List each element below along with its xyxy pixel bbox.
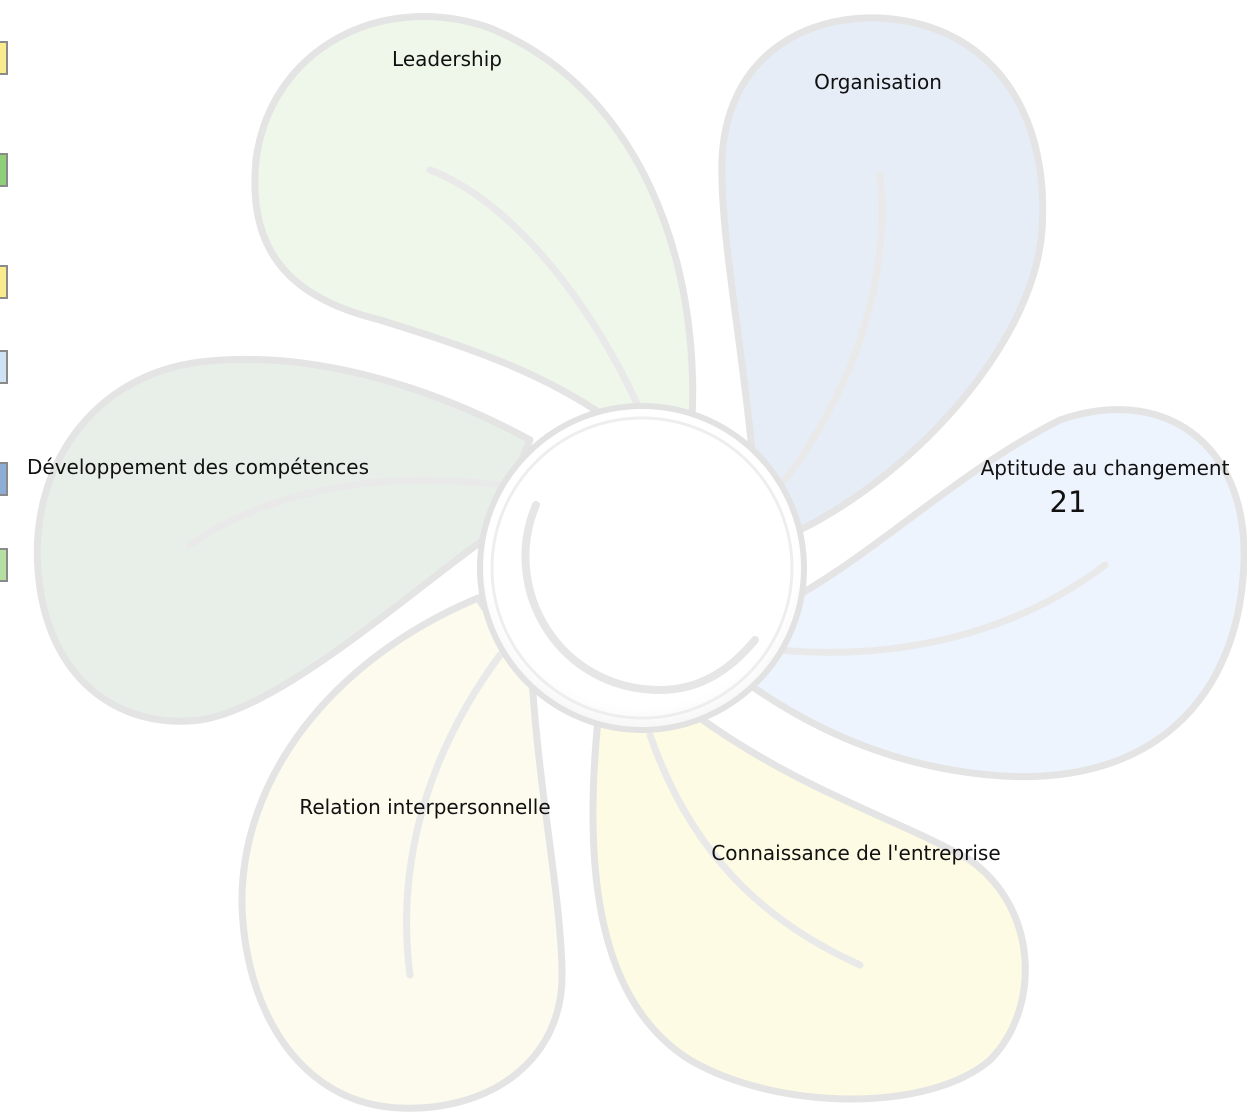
value-aptitude-au-changement: 21 bbox=[1050, 485, 1087, 519]
legend-swatch bbox=[0, 350, 8, 384]
label-connaissance-de-l-entreprise: Connaissance de l'entreprise bbox=[711, 841, 1000, 865]
petal-organisation[interactable] bbox=[718, 14, 1047, 534]
petal-developpement-des-competences[interactable] bbox=[33, 355, 534, 725]
petal-connaissance-de-l-entreprise[interactable] bbox=[589, 714, 1029, 1103]
center-highlight bbox=[521, 501, 759, 695]
label-leadership: Leadership bbox=[392, 47, 502, 71]
center-inner-ring bbox=[490, 416, 794, 720]
legend-swatch bbox=[0, 41, 8, 75]
petal-leadership[interactable] bbox=[251, 13, 697, 424]
petal-relation-interpersonnelle[interactable] bbox=[238, 594, 566, 1112]
label-aptitude-au-changement: Aptitude au changement bbox=[981, 456, 1230, 480]
flower-center bbox=[477, 403, 807, 733]
petal-labels: Leadership Organisation Aptitude au chan… bbox=[27, 47, 1230, 865]
label-organisation: Organisation bbox=[814, 70, 942, 94]
petal-aptitude-au-changement[interactable] bbox=[746, 406, 1247, 780]
legend-swatch bbox=[0, 265, 8, 299]
label-relation-interpersonnelle: Relation interpersonnelle bbox=[299, 795, 550, 819]
legend-swatch bbox=[0, 153, 8, 187]
legend-swatch bbox=[0, 462, 8, 496]
legend bbox=[0, 41, 8, 582]
label-developpement-des-competences: Développement des compétences bbox=[27, 455, 369, 479]
legend-swatch bbox=[0, 548, 8, 582]
